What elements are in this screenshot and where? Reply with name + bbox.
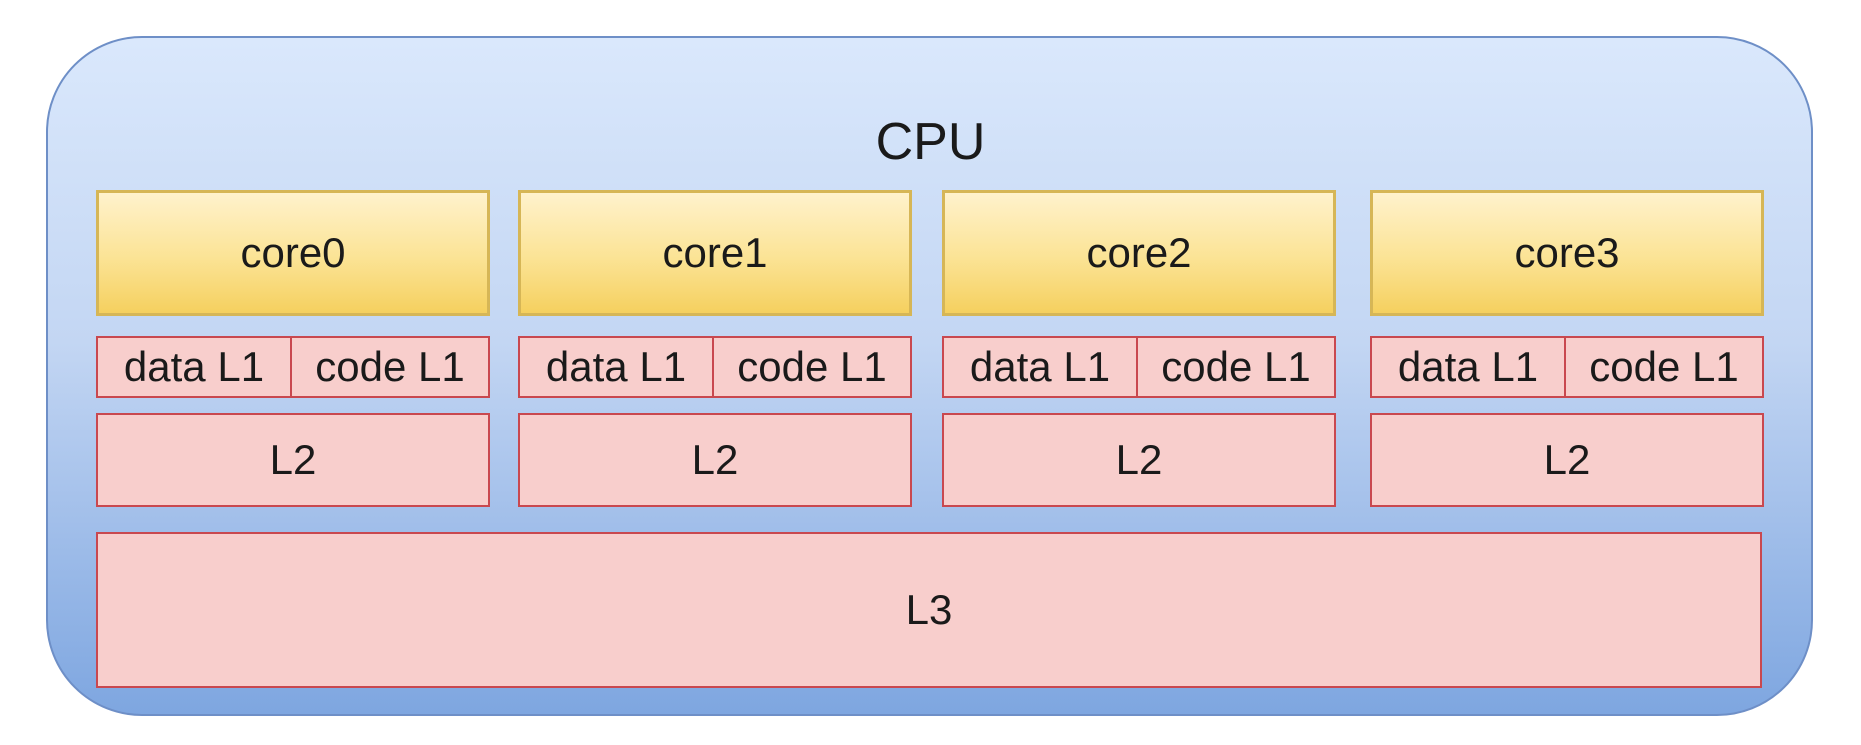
- core-0-l1-row: data L1 code L1: [96, 336, 490, 398]
- core-2-code-l1: code L1: [1138, 336, 1336, 398]
- core-1-block: core1: [518, 190, 912, 316]
- cpu-label: CPU: [875, 113, 986, 171]
- core-2-block: core2: [942, 190, 1336, 316]
- core-3-code-l1: code L1: [1566, 336, 1764, 398]
- core-1-l2: L2: [518, 413, 912, 507]
- core-3-l2: L2: [1370, 413, 1764, 507]
- core-2-l1-row: data L1 code L1: [942, 336, 1336, 398]
- core-0-code-l1: code L1: [292, 336, 490, 398]
- core-3-data-l1: data L1: [1370, 336, 1566, 398]
- core-0-block: core0: [96, 190, 490, 316]
- core-1-code-l1: code L1: [714, 336, 912, 398]
- core-1-data-l1: data L1: [518, 336, 714, 398]
- core-0-l2: L2: [96, 413, 490, 507]
- core-3-block: core3: [1370, 190, 1764, 316]
- core-1-l1-row: data L1 code L1: [518, 336, 912, 398]
- core-3-l1-row: data L1 code L1: [1370, 336, 1764, 398]
- core-2-l2: L2: [942, 413, 1336, 507]
- core-0-data-l1: data L1: [96, 336, 292, 398]
- l3-cache: L3: [96, 532, 1762, 688]
- core-2-data-l1: data L1: [942, 336, 1138, 398]
